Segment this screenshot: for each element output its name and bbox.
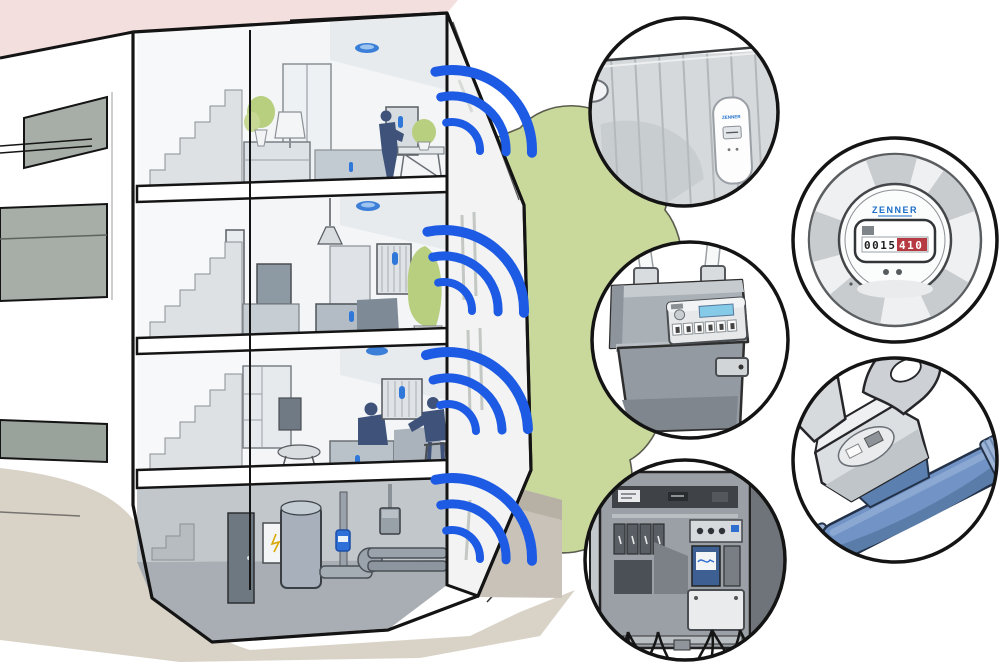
callout-radio-module: ZENNER 0015 410 [791,136,999,344]
wire-connector [673,639,691,651]
wifi-signal-icon [422,225,529,318]
radiator [376,243,412,295]
hot-water-boiler [280,500,322,589]
floor-lower [242,344,449,481]
plant [244,96,275,147]
person-standing [379,110,404,178]
radio-signals [421,65,537,566]
heat-allocator-icon [392,252,398,265]
floor-slabs [135,30,449,590]
neighbor-facade [0,92,113,464]
person-sitting-sofa [358,402,388,445]
stairwell [149,89,243,561]
radiator [381,378,423,420]
callout-meter-cabinet [583,458,787,662]
gas-meter-latch [715,357,749,377]
heat-cost-allocator-device: ZENNER [712,96,753,185]
allocator-brand-label: ZENNER [722,114,741,120]
armchair [357,298,399,333]
wifi-signal-icon [421,347,533,436]
smoke-detector-icon [366,346,388,356]
door-device-icon [398,116,403,128]
counter-red-digits: 410 [899,239,923,252]
wifi-signal-icon [430,473,537,566]
heat-allocator-icon [399,386,405,399]
module-brand-label: ZENNER [872,205,918,215]
wifi-signal-icon [430,65,537,158]
gas-meter-illustration [608,242,750,434]
pendant-lamp [317,198,343,245]
table-lamp [274,111,306,148]
gas-meter-register [665,296,749,346]
distribution-pipes [357,547,448,573]
meter-cabinet-illustration [589,469,785,660]
tv-stand [242,303,300,335]
meter-module [687,519,745,631]
floor-upper [225,192,447,343]
tall-cabinet [329,245,371,305]
tv [256,263,292,305]
gas-meter-basement [379,484,401,535]
radio-module-illustration: ZENNER 0015 410 [807,152,983,328]
callout-gas-meter [590,240,790,440]
module-counter-display: 0015 410 [853,218,937,264]
basement [137,478,448,641]
breakers [613,523,688,594]
building-cutaway [131,11,533,644]
riser-pipe-and-water-meter [319,491,373,579]
floor-attic [243,15,447,189]
counter-black-digits: 0015 [864,239,897,252]
wall-tv [278,397,302,431]
